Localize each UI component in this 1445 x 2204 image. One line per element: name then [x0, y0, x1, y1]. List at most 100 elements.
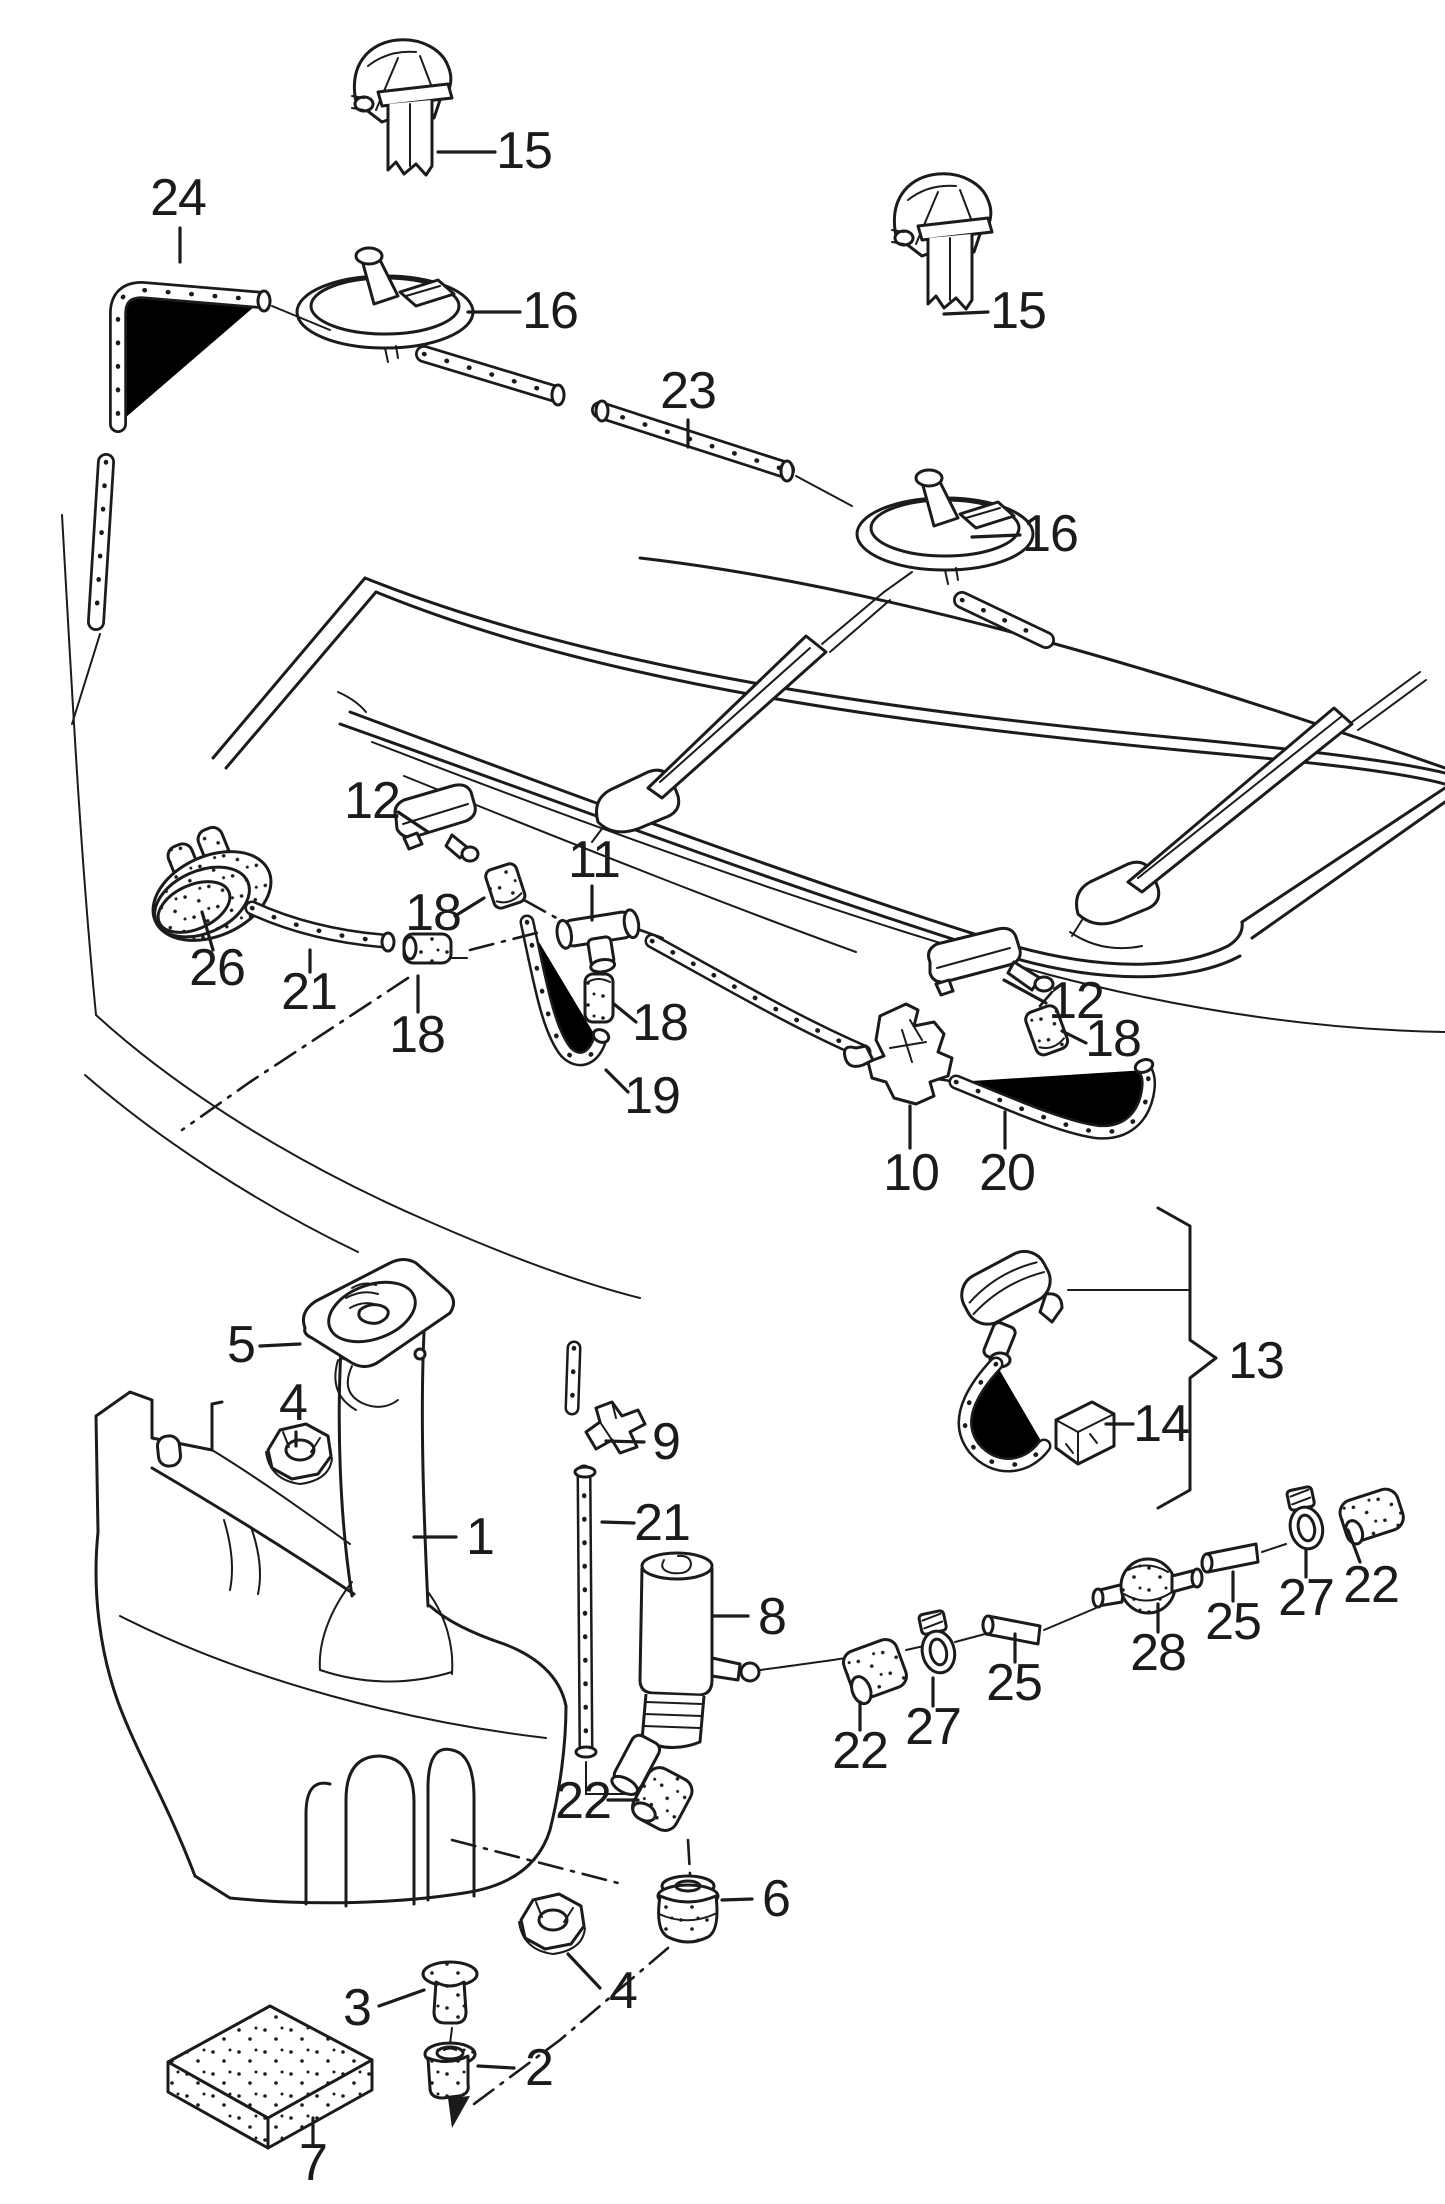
callout-pad-7: 7	[299, 2134, 327, 2192]
clamp-27-left	[917, 1609, 957, 1675]
sleeve-18-a	[484, 862, 527, 910]
leader-grommet-6	[720, 1897, 754, 1902]
leader-cap-5	[258, 1342, 302, 1348]
leader-sleeve-18-d	[1060, 1029, 1088, 1045]
washer-pump-8	[610, 1551, 847, 1796]
right-wiper-arm	[1069, 671, 1427, 950]
callout-hose-22-elbow: 22	[555, 1772, 611, 1830]
callout-tee-11: 11	[568, 831, 620, 889]
hose-to-valve-10	[652, 941, 864, 1052]
callout-grommet-6: 6	[762, 1870, 790, 1928]
callout-connector-9: 9	[652, 1413, 680, 1471]
washer-jet-15-left	[351, 38, 454, 177]
callout-cap-5: 5	[227, 1316, 255, 1374]
chain-line-d	[1261, 1543, 1287, 1553]
callout-sleeve-18-b: 18	[389, 1006, 445, 1064]
callout-clamp-27-left: 27	[905, 1698, 961, 1756]
bracket-13-brace	[1156, 1206, 1218, 1510]
callout-nut-4-lower: 4	[609, 1962, 637, 2020]
axis-tank-grommet	[450, 1838, 624, 1886]
leader-nozzle-12-left	[396, 810, 430, 834]
washer-jet-15-right	[890, 172, 994, 311]
leader-jet-15-right	[942, 310, 990, 316]
callout-valve-10: 10	[883, 1144, 939, 1202]
reservoir-1	[94, 1296, 568, 1908]
chain-line-b	[954, 1633, 986, 1643]
cap-5	[301, 1258, 455, 1411]
leader-sleeve-18-a	[453, 896, 486, 918]
mounting-nut-4	[265, 1422, 333, 1486]
callout-sleeve-18-d: 18	[1085, 1010, 1141, 1068]
callout-base-16-right: 16	[1022, 505, 1078, 563]
check-valve-28	[1091, 1557, 1204, 1615]
hose-22-right	[1338, 1487, 1405, 1546]
hose-19	[527, 922, 611, 1059]
callout-jet-15-left: 15	[496, 122, 552, 180]
connector-14	[1054, 1400, 1116, 1466]
leader-hose-19	[604, 1068, 630, 1094]
callout-plug-3: 3	[343, 1979, 371, 2037]
callout-hose-19: 19	[624, 1067, 680, 1125]
leader-base-16-right	[970, 533, 1022, 539]
sleeve-18-b	[402, 932, 468, 965]
leader-nozzle-12-right	[1002, 978, 1048, 1005]
leader-plug-3	[377, 1988, 426, 2008]
plug-2	[423, 2041, 477, 2100]
callout-hose-24: 24	[150, 169, 206, 227]
callout-clamp-27-right: 27	[1278, 1569, 1334, 1627]
leader-hose-21-vertical	[600, 1520, 636, 1525]
heated-nozzle-13	[954, 1249, 1189, 1465]
hose-22-pump	[841, 1637, 908, 1706]
callout-tube-25-right: 25	[1205, 1593, 1261, 1651]
grommet-6	[656, 1874, 720, 1944]
callout-plug-2: 2	[525, 2039, 553, 2097]
connector-9	[584, 1400, 647, 1455]
callout-hose-20: 20	[979, 1144, 1035, 1202]
car-body-outline	[61, 514, 641, 1299]
callout-jet-15-right: 15	[990, 282, 1046, 340]
check-valve-10	[843, 1002, 954, 1106]
callout-hose-21-vertical: 21	[634, 1494, 690, 1552]
leader-plug-2	[476, 2064, 516, 2070]
callout-sleeve-18-a: 18	[405, 884, 461, 942]
callout-base-16-left: 16	[522, 282, 578, 340]
callout-nozzle-13-assembly: 13	[1228, 1332, 1284, 1390]
leader-sleeve-18-c	[612, 1002, 638, 1024]
plug-axis-line	[449, 2027, 453, 2045]
callout-hose-22-pump: 22	[832, 1722, 888, 1780]
hose-21-cowl	[252, 908, 396, 953]
jet-base-16-left	[295, 246, 475, 363]
grommet-26	[151, 825, 273, 942]
callout-pump-8: 8	[758, 1588, 786, 1646]
callout-hose-21-cowl: 21	[281, 963, 337, 1021]
plug-3	[421, 1960, 479, 2025]
callout-tube-25-left: 25	[986, 1654, 1042, 1712]
tube-25-left	[981, 1614, 1042, 1646]
foam-pad-7	[166, 2004, 374, 2150]
sleeve-18-c	[583, 972, 615, 1024]
callout-nozzle-12-left: 12	[344, 772, 400, 830]
callout-valve-28: 28	[1130, 1624, 1186, 1682]
hose-23	[424, 354, 1046, 640]
callout-nut-4-upper: 4	[279, 1374, 307, 1432]
spray-nozzle-12-right	[927, 926, 1055, 997]
callout-hose-22-right: 22	[1343, 1556, 1399, 1614]
mounting-nut-4-lower	[517, 1892, 587, 1956]
callout-nozzle-12-right: 12	[1048, 972, 1104, 1030]
chain-line-c	[1043, 1607, 1097, 1631]
clamp-27-right	[1280, 1484, 1328, 1554]
spray-nozzle-12-left	[393, 783, 480, 863]
hose-20	[956, 1058, 1155, 1132]
leader-hose-22-right	[1346, 1528, 1362, 1564]
hose-22-elbow	[630, 1766, 694, 1832]
axis-pump-grommet	[686, 1838, 692, 1876]
jet-base-16-right	[855, 468, 1035, 586]
leader-grommet-26	[200, 910, 215, 952]
callout-reservoir-1: 1	[466, 1508, 494, 1566]
leader-connector-9	[604, 1439, 646, 1444]
sleeve-18-d	[1024, 1004, 1070, 1057]
leader-nut-4-lower	[566, 1952, 602, 1990]
